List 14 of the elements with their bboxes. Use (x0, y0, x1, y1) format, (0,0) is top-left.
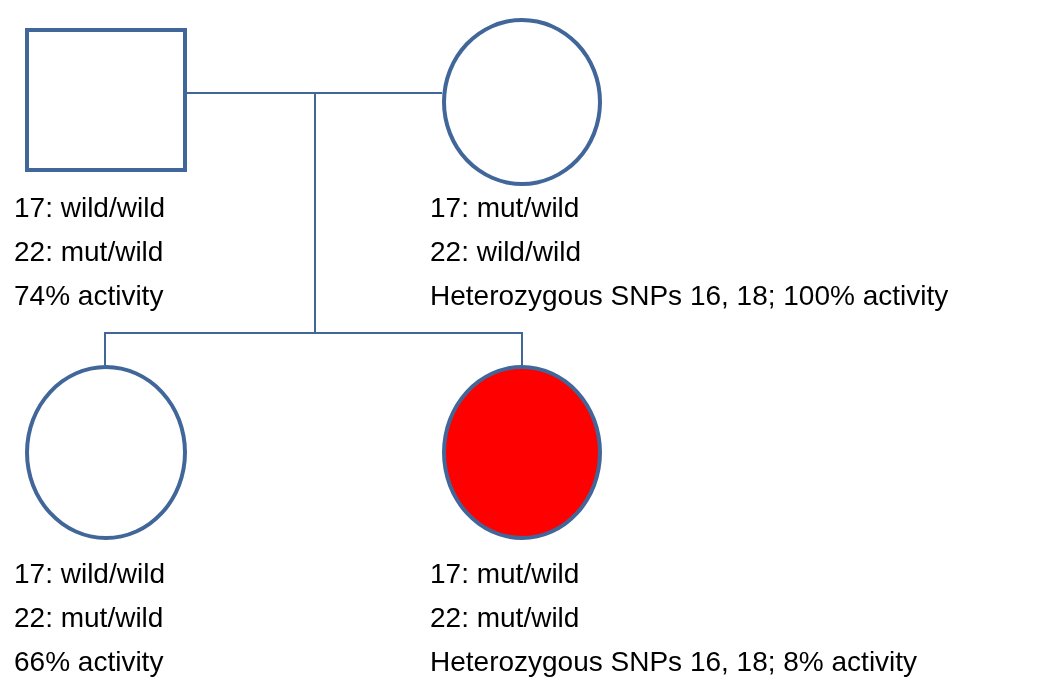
male-square (25, 28, 187, 172)
genotype-text: 17: mut/wild (430, 557, 581, 591)
genotype-text: 17: mut/wild (430, 191, 581, 225)
genotype-text: 22: wild/wild (430, 235, 582, 269)
genotype-text: 22: mut/wild (430, 601, 581, 635)
genotype-text: Heterozygous SNPs 16, 18; 8% activity (430, 645, 918, 679)
genotype-text: 22: mut/wild (14, 235, 165, 269)
genotype-text: Heterozygous SNPs 16, 18; 100% activity (430, 279, 949, 313)
genotype-text: 66% activity (14, 645, 165, 679)
pedigree-line (186, 92, 443, 94)
genotype-text: 17: wild/wild (14, 557, 165, 591)
genotype-text: 17: wild/wild (14, 191, 165, 225)
genotype-text: 22: mut/wild (14, 601, 165, 635)
genotype-text: 74% activity (14, 279, 165, 313)
